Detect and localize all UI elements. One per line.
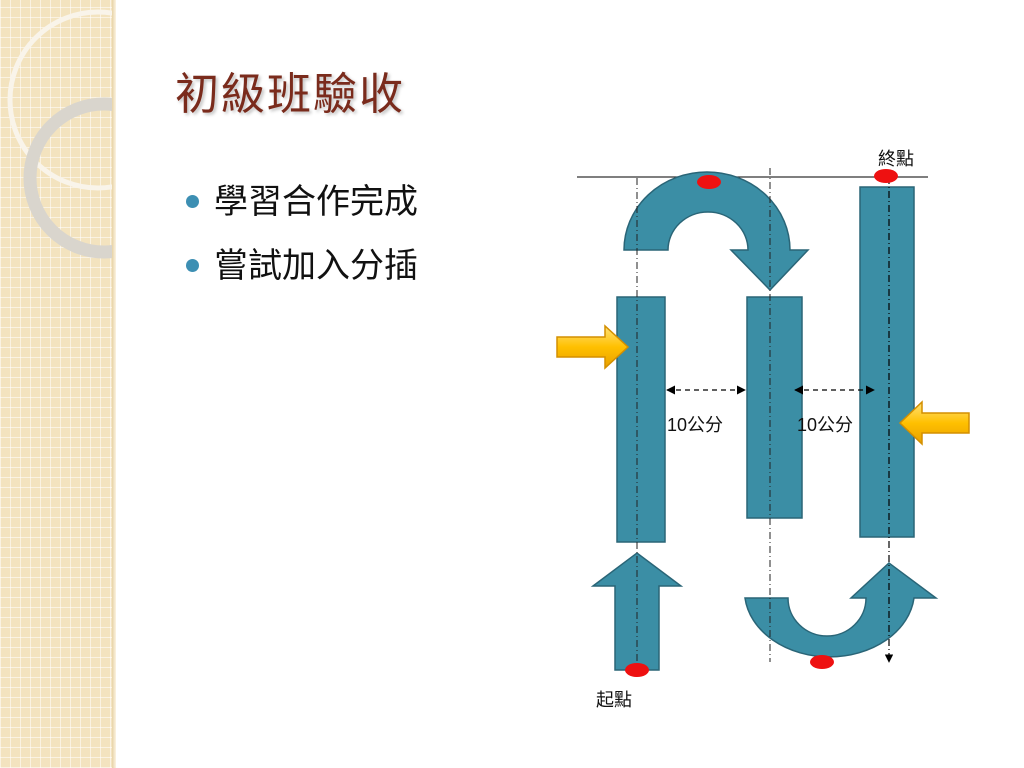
start-label: 起點 [596, 690, 632, 711]
yellow-arrow-right-pointing [556, 324, 630, 370]
bullet-dot-icon [186, 259, 199, 272]
bullet-item: 嘗試加入分插 [186, 234, 418, 298]
sidebar-rings [7, 9, 112, 259]
red-marker-bottom [810, 655, 834, 669]
end-label: 終點 [878, 149, 914, 170]
top-curved-arrow [623, 171, 810, 292]
red-marker-end [874, 169, 898, 183]
start-up-arrow [590, 552, 684, 671]
red-marker-top [697, 175, 721, 189]
bottom-curved-arrow [744, 562, 939, 658]
bar-left [616, 296, 666, 543]
yellow-arrow-left-pointing [898, 400, 970, 446]
bullet-dot-icon [186, 195, 199, 208]
ring-gray [23, 97, 112, 259]
slide-title: 初級班驗收 [175, 69, 405, 120]
ring-large [7, 9, 112, 191]
gap-label-left: 10公分 [667, 415, 723, 435]
bullet-text: 學習合作完成 [214, 182, 418, 222]
bar-middle [746, 296, 803, 519]
bullet-item: 學習合作完成 [186, 170, 418, 234]
bullet-text: 嘗試加入分插 [214, 246, 418, 286]
sidebar-edge [112, 0, 116, 768]
bullet-list: 學習合作完成 嘗試加入分插 [186, 170, 418, 298]
red-marker-start [625, 663, 649, 677]
bar-right [859, 186, 915, 538]
decorative-sidebar [0, 0, 112, 768]
gap-label-right: 10公分 [797, 415, 853, 435]
